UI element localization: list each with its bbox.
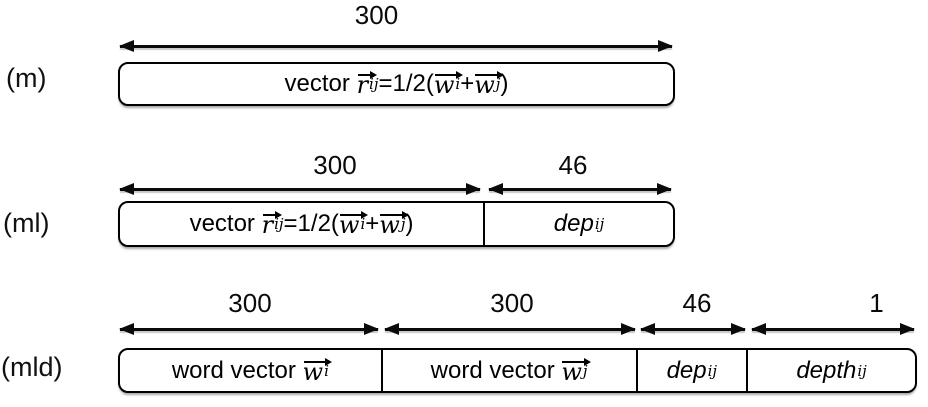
- row-m-label: (m): [6, 63, 47, 93]
- formula-equals: =1/2(: [283, 210, 339, 237]
- formula-plus: +: [460, 70, 475, 97]
- dep-var: dep: [666, 356, 707, 384]
- row-mld-arrow-46: [640, 323, 746, 335]
- row-mld-arrow-300-j: [384, 323, 636, 335]
- formula-equals: =1/2(: [378, 70, 434, 97]
- vector-wj-arrow: w: [561, 357, 591, 386]
- formula-close: ): [405, 210, 414, 237]
- row-mld-arrow-300-i: [119, 323, 379, 335]
- word-vector-prefix: word vector: [430, 356, 562, 384]
- vector-r-arrow: r: [261, 211, 283, 239]
- row-mld-dim-1: 1: [869, 288, 884, 318]
- formula-prefix: vector: [189, 210, 262, 237]
- vector-wi-arrow: w: [433, 71, 463, 99]
- vector-wi-arrow: w: [338, 211, 368, 239]
- formula-wi-var: w: [338, 211, 360, 239]
- word-vector-prefix: word vector: [171, 356, 303, 384]
- formula-wj-var: w: [474, 71, 495, 99]
- row-ml-label: (ml): [3, 208, 50, 238]
- formula-r-var: r: [261, 211, 274, 239]
- dep-var: dep: [553, 210, 594, 237]
- row-m-arrow-300: [119, 40, 673, 52]
- vector-wj-arrow: w: [474, 71, 504, 99]
- formula-close: ): [500, 70, 509, 97]
- row-ml-arrow-46: [488, 183, 672, 195]
- row-mld-dim-46: 46: [682, 288, 712, 318]
- row-mld-dim-300-j: 300: [490, 288, 534, 318]
- row-mld-dim-300-i: 300: [228, 288, 272, 318]
- row-mld-arrow-1: [751, 323, 915, 335]
- wi-var: w: [302, 357, 324, 386]
- row-m-dim-300: 300: [354, 0, 399, 30]
- vector-wi-arrow: w: [302, 357, 332, 386]
- row-ml-dim-46: 46: [558, 150, 588, 180]
- row-mld-label: (mld): [1, 352, 63, 382]
- vector-r-arrow: r: [356, 71, 378, 99]
- row-ml-arrow-300: [119, 183, 481, 195]
- depth-var: depth: [796, 356, 857, 384]
- formula-wi-var: w: [433, 71, 455, 99]
- formula-wj-var: w: [379, 211, 400, 239]
- formula-plus: +: [365, 210, 380, 237]
- vector-wj-arrow: w: [379, 211, 409, 239]
- formula-prefix: vector: [284, 70, 357, 97]
- row-ml-dim-300: 300: [313, 150, 357, 180]
- wj-var: w: [561, 357, 582, 386]
- formula-r-var: r: [356, 71, 369, 99]
